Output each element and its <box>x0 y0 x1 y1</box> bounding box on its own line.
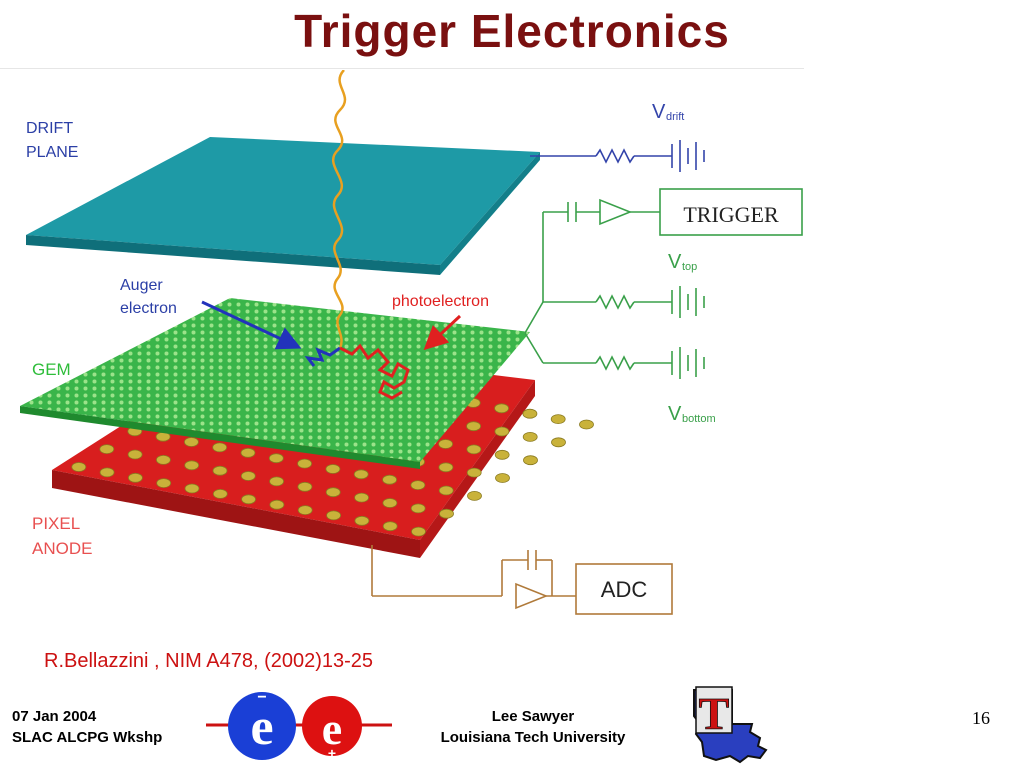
footer-author-name: Lee Sawyer <box>491 708 575 725</box>
gem-foil <box>20 298 530 469</box>
slide-title: Trigger Electronics <box>294 5 730 57</box>
pixel-pad <box>127 472 143 483</box>
pixel-pad <box>439 508 454 519</box>
pixel-pad <box>494 403 510 414</box>
title-divider <box>0 68 804 69</box>
pixel-pad <box>240 447 256 458</box>
pixel-pad <box>212 442 228 453</box>
pixel-pad <box>269 476 285 487</box>
pixel-pad <box>325 487 341 498</box>
pixel-pad <box>212 465 228 476</box>
pixel-pad <box>325 464 341 474</box>
louisiana-tech-logo: T <box>693 686 768 764</box>
positron-sign: + <box>328 745 336 761</box>
drift-plane-label-line1: DRIFT <box>26 120 73 137</box>
pixel-pad <box>467 490 482 501</box>
pixel-pad <box>551 437 566 448</box>
footer-workshop: SLAC ALCPG Wkshp <box>12 729 163 746</box>
pixel-pad <box>579 419 594 430</box>
drift-hv-circuit <box>530 140 705 172</box>
pixel-pad <box>184 483 200 494</box>
positron-letter: e <box>322 703 342 754</box>
latech-letter: T <box>699 688 730 739</box>
pixel-pad <box>212 488 228 499</box>
photon-track <box>331 70 347 349</box>
pixel-pad <box>382 474 398 485</box>
pixel-pad <box>184 460 200 471</box>
v-drift-subscript: drift <box>666 111 684 123</box>
pixel-pad <box>240 471 256 481</box>
pixel-pad <box>297 505 313 516</box>
footer-date-venue: 07 Jan 2004 SLAC ALCPG Wkshp <box>12 706 162 748</box>
auger-track <box>304 346 341 367</box>
pixel-pad <box>268 453 284 464</box>
pixel-pad <box>354 492 370 503</box>
page-number: 16 <box>972 708 990 728</box>
pixel-pad <box>522 431 538 442</box>
pixel-pad <box>71 462 87 472</box>
pixel-pad <box>127 449 143 460</box>
pixel-pad <box>297 458 313 469</box>
pixel-pad <box>353 469 369 480</box>
pixel-pad <box>438 462 454 473</box>
pixel-pad <box>183 437 199 447</box>
pixel-pad <box>523 455 538 466</box>
trigger-label: TRIGGER <box>683 202 779 227</box>
adc-readout-circuit <box>371 545 576 610</box>
auger-label-line1: Auger <box>120 277 163 294</box>
citation: R.Bellazzini , NIM A478, (2002)13-25 <box>44 650 374 672</box>
v-drift-label: V <box>652 101 666 123</box>
pixel-pad <box>494 449 510 460</box>
pixel-pad <box>410 503 426 514</box>
v-bottom-subscript: bottom <box>682 413 716 425</box>
pixel-pad <box>99 467 115 478</box>
pixel-pad <box>522 408 538 419</box>
pixel-anode-label-line2: ANODE <box>32 539 92 558</box>
footer-author: Lee Sawyer Louisiana Tech University <box>418 706 648 748</box>
pixel-pad <box>411 526 426 537</box>
electron-letter: e <box>250 699 273 756</box>
pixel-pad <box>354 515 370 526</box>
pixel-pad <box>550 414 566 425</box>
electron-sign: − <box>257 690 266 706</box>
pixel-pad <box>438 485 454 496</box>
photoelectron-arrow <box>423 314 462 351</box>
pixel-pad <box>382 521 398 532</box>
trigger-circuit <box>524 198 705 379</box>
pixel-pad <box>326 510 342 521</box>
drift-plane-label-line2: PLANE <box>26 144 78 161</box>
v-top-subscript: top <box>682 261 697 273</box>
ee-collider-logo: e − e + <box>206 690 392 761</box>
pixel-pad <box>438 439 454 449</box>
pixel-pad <box>466 467 482 478</box>
pixel-pad <box>241 494 257 505</box>
footer-institution: Louisiana Tech University <box>440 729 626 746</box>
pixel-pad <box>410 480 426 491</box>
gem-trigger-diagram: DRIFT PLANE Auger electron photoelectron… <box>20 70 803 615</box>
v-top-label: V <box>668 251 682 273</box>
adc-label: ADC <box>601 577 648 602</box>
pixel-pad <box>466 444 482 455</box>
drift-plane <box>26 137 540 275</box>
adc-box <box>575 563 673 615</box>
auger-arrow <box>201 300 302 350</box>
pixel-pad <box>297 481 313 492</box>
v-bottom-label: V <box>668 403 682 425</box>
gem-label: GEM <box>32 360 71 379</box>
pixel-pad <box>494 426 510 437</box>
pixel-pad <box>156 478 172 489</box>
footer-date: 07 Jan 2004 <box>12 708 97 725</box>
auger-label-line2: electron <box>120 300 177 317</box>
photoelectron-label: photoelectron <box>392 293 489 310</box>
pixel-pad <box>382 498 398 508</box>
pixel-anode-label-line1: PIXEL <box>32 514 80 533</box>
pixel-pad <box>155 454 171 465</box>
pixel-pad <box>466 421 482 432</box>
pixel-pad <box>99 444 115 455</box>
pixel-pad <box>269 499 285 510</box>
pixel-pad <box>495 473 510 483</box>
photoelectron-track <box>339 343 410 400</box>
trigger-box <box>659 188 803 236</box>
